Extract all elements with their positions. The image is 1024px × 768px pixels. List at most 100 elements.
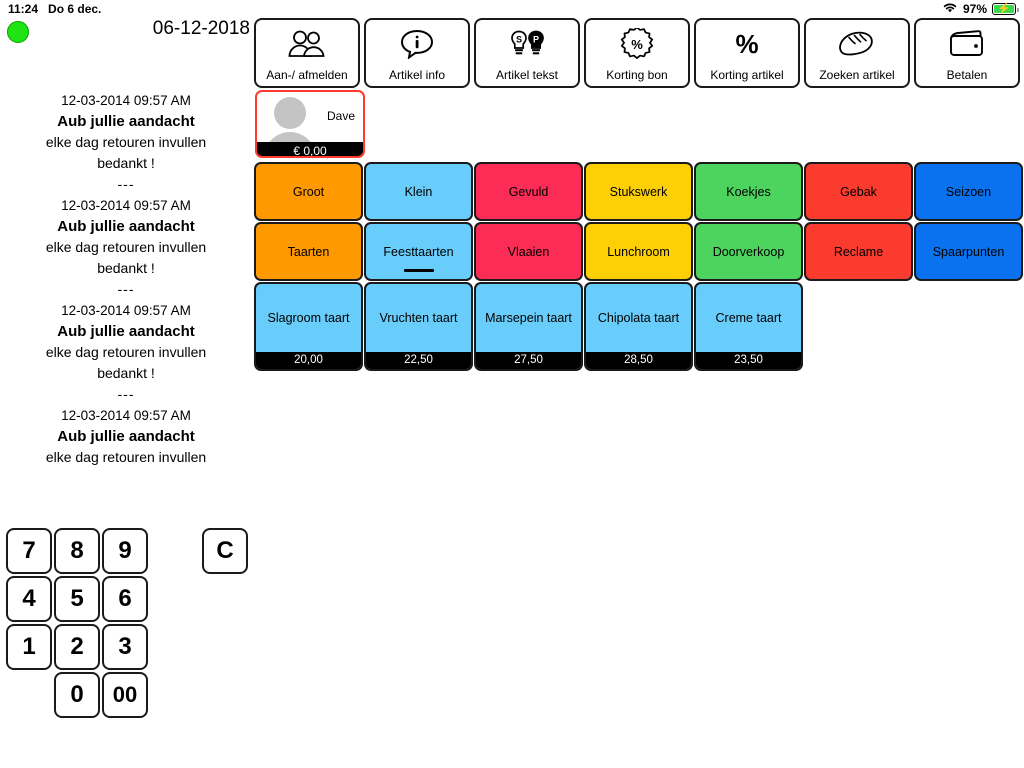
message-title: Aub jullie aandacht [57,323,195,340]
search-article-button[interactable]: Zoeken artikel [804,18,910,88]
category-tile-label: Reclame [833,244,884,259]
bread-loaf-icon [806,20,908,68]
message-separator: --- [117,386,135,402]
keypad-key-5[interactable]: 5 [54,576,100,622]
category-tile-label: Doorverkoop [712,244,785,259]
keypad-key-6[interactable]: 6 [102,576,148,622]
discount-article-label: Korting artikel [710,68,784,82]
product-tile-price: 20,00 [256,352,361,369]
message-feed[interactable]: 12-03-2014 09:57 AM Aub jullie aandacht el… [0,90,252,480]
message-title: Aub jullie aandacht [57,218,195,235]
product-tile-price: 27,50 [476,352,581,369]
product-tile-label: Creme taart [715,311,782,325]
message-title: Aub jullie aandacht [57,113,195,130]
category-tile-label: Vlaaien [507,244,550,259]
message-separator: --- [117,281,135,297]
category-tile-reclame[interactable]: Reclame [804,222,913,281]
product-tile-label: Vruchten taart [379,311,458,325]
category-tile-lunchroom[interactable]: Lunchroom [584,222,693,281]
svg-text:S: S [516,34,522,44]
keypad-key-00[interactable]: 00 [102,672,148,718]
message-line-1: elke dag retouren invullen [45,134,207,150]
keypad-key-3[interactable]: 3 [102,624,148,670]
category-tile-label: Feesttaarten [383,244,454,259]
keypad-clear-button[interactable]: C [202,528,248,574]
category-tile-stukswerk[interactable]: Stukswerk [584,162,693,221]
category-tile-koekjes[interactable]: Koekjes [694,162,803,221]
category-tile-groot[interactable]: Groot [254,162,363,221]
two-bulbs-sp-icon: S P [476,20,578,68]
category-row-2: Taarten Feesttaarten Vlaaien Lunchroom Doorv… [254,222,1023,281]
category-tile-gevuld[interactable]: Gevuld [474,162,583,221]
category-tile-taarten[interactable]: Taarten [254,222,363,281]
keypad-key-8[interactable]: 8 [54,528,100,574]
keypad-key-1[interactable]: 1 [6,624,52,670]
category-tile-label: Klein [404,184,433,199]
message-line-1: elke dag retouren invullen [45,344,207,360]
svg-text:P: P [533,34,539,44]
customer-name: Dave [326,109,355,123]
product-tile-label: Chipolata taart [597,311,680,325]
article-text-button[interactable]: S P Artikel tekst [474,18,580,88]
article-text-label: Artikel tekst [495,68,558,82]
category-tile-doorverkoop[interactable]: Doorverkoop [694,222,803,281]
discount-receipt-button[interactable]: % Korting bon [584,18,690,88]
keypad-key-2[interactable]: 2 [54,624,100,670]
status-date: Do 6 dec. [48,2,102,16]
discount-receipt-label: Korting bon [606,68,668,82]
message-line-2: bedankt ! [97,155,155,171]
two-people-icon [256,20,358,68]
current-date-label: 06-12-2018 [152,18,250,39]
info-speech-bubble-icon [366,20,468,68]
category-tile-label: Seizoen [945,184,992,199]
pay-button[interactable]: Betalen [914,18,1020,88]
category-tile-klein[interactable]: Klein [364,162,473,221]
pay-label: Betalen [946,68,988,82]
status-right-group: 97% ⚡ [942,2,1019,17]
login-logout-button[interactable]: Aan-/ afmelden [254,18,360,88]
status-time: 11:24 [8,2,39,16]
keypad-key-9[interactable]: 9 [102,528,148,574]
message-timestamp: 12-03-2014 09:57 AM [61,198,191,213]
discount-article-button[interactable]: % Korting artikel [694,18,800,88]
user-avatar-shoulders-icon [264,132,316,142]
keypad-key-0[interactable]: 0 [54,672,100,718]
battery-icon: ⚡ [992,3,1019,15]
message-line-2: bedankt ! [97,365,155,381]
customer-amount: € 0,00 [257,142,363,156]
product-tile-creme-taart[interactable]: Creme taart 23,50 [694,282,803,371]
login-logout-label: Aan-/ afmelden [266,68,348,82]
message-timestamp: 12-03-2014 09:57 AM [61,408,191,423]
message-timestamp: 12-03-2014 09:57 AM [61,93,191,108]
ios-status-bar: 11:24 Do 6 dec. 97% ⚡ [0,0,1024,18]
product-tile-label: Marsepein taart [485,311,572,325]
keypad-key-7[interactable]: 7 [6,528,52,574]
bolt-icon: ⚡ [997,3,1011,15]
message-item: 12-03-2014 09:57 AM Aub jullie aandacht el… [0,90,252,195]
svg-text:%: % [631,37,643,52]
article-info-button[interactable]: Artikel info [364,18,470,88]
category-tile-spaarpunten[interactable]: Spaarpunten [914,222,1023,281]
category-tile-vlaaien[interactable]: Vlaaien [474,222,583,281]
battery-percent-label: 97% [962,2,987,16]
category-tile-gebak[interactable]: Gebak [804,162,913,221]
keypad-key-4[interactable]: 4 [6,576,52,622]
category-tile-feesttaarten[interactable]: Feesttaarten [364,222,473,281]
product-tile-marsepein-taart[interactable]: Marsepein taart 27,50 [474,282,583,371]
product-tile-price: 23,50 [696,352,801,369]
category-tile-seizoen[interactable]: Seizoen [914,162,1023,221]
wifi-icon [942,2,958,17]
customer-card[interactable]: Dave € 0,00 [255,90,365,158]
